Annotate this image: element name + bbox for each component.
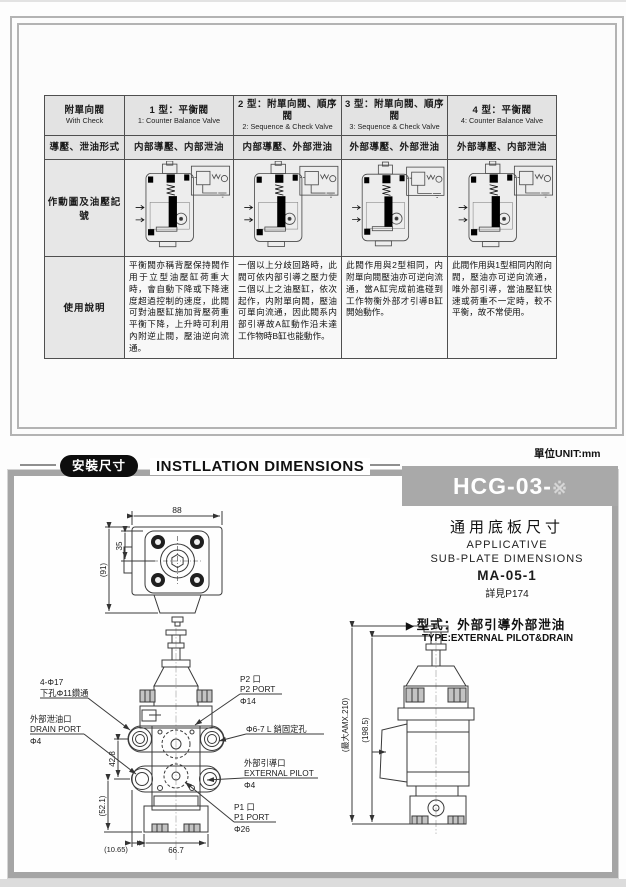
label-drain-dia: Φ4 [30,736,42,746]
usage-type3-cell: 此閥作用與2型相同，内附單向閥壓油亦可逆向流通，當A缸完成前進碰到工作物衡外部才… [341,256,448,359]
usage-row-label: 使用說明 [44,256,125,359]
pilot-drain-row: 導壓、泄油形式 内部導壓、内部泄油 内部導壓、外部泄油 外部導壓、外部泄油 外部… [44,135,557,160]
usage-type1-cell: 平衡閥亦稱背壓保持閥作用于立型油壓缸荷重大時，會自動下降或下降速度超過控制的速度… [124,256,234,359]
label-p1-en: P1 PORT [234,812,269,822]
table-header-row: 附單向閥 With Check 1 型：平衡閥 1: Counter Balan… [44,95,557,136]
header-zh: 1 型：平衡閥 [149,105,209,117]
pilot-row-label: 導壓、泄油形式 [44,135,125,160]
header-type2: 2 型：附單向閥、順序閥 2: Sequence & Check Valve [233,95,342,136]
valve-cross-section-diagram [235,160,341,256]
diagram-row-label: 作動圖及油壓記號 [44,159,125,257]
pilot-type2: 内部導壓、外部泄油 [233,135,342,160]
model-banner: HCG-03-※ [402,466,618,506]
dim-52-1: (52.1) [98,795,107,816]
valve-cross-section-diagram [449,160,556,256]
subplate-code: MA-05-1 [477,568,537,583]
model-number: HCG-03- [452,473,552,499]
dim-35: 35 [115,541,124,550]
header-zh: 2 型：附單向閥、順序閥 [238,99,337,123]
header-type3: 3 型：附單向閥、順序閥 3: Sequence & Check Valve [341,95,448,136]
header-type4: 4 型：平衡閥 4: Counter Balance Valve [447,95,557,136]
pilot-type1: 内部導壓、内部泄油 [124,135,234,160]
usage-text: 平衡閥亦稱背壓保持閥作用于立型油壓缸荷重大時，會自動下降或下降速度超過控制的速度… [129,260,229,354]
pilot-type4: 外部導壓、内部泄油 [447,135,557,160]
front-view-drawing: 4-Φ17 下孔Φ11鑽通 外部泄油口 DRAIN PORT Φ4 P2 口 P… [30,628,324,860]
header-type1: 1 型：平衡閥 1: Counter Balance Valve [124,95,234,136]
diagram-type4-cell [447,159,557,257]
page-top-edge [0,0,626,2]
usage-type4-cell: 此閥作用與1型相同内附向閥，壓油亦可逆向流通，唯外部引導，當油壓缸快速或荷重不一… [447,256,557,359]
label-pin-hole: Φ6-7 L 銷固定孔 [246,724,307,734]
dim-42-8: 42.8 [108,751,117,767]
type-text-en: TYPE:EXTERNAL PILOT&DRAIN [422,633,574,644]
usage-text: 一個以上分歧回路時，此閥可依内部引導之壓力使二個以上之油壓缸，依次起作，内附單向… [238,260,337,342]
dim-91: (91) [99,563,108,578]
diagram-type2-cell [233,159,342,257]
header-en: 3: Sequence & Check Valve [349,122,440,131]
subplate-info: 通用底板尺寸 APPLICATIVE SUB-PLATE DIMENSIONS … [396,516,618,644]
section-title: INSTLLATION DIMENSIONS [150,458,371,475]
subplate-line1: APPLICATIVE [466,539,548,551]
header-en: 2: Sequence & Check Valve [242,122,333,131]
header-en: 4: Counter Balance Valve [460,116,544,126]
subplate-page-ref: 詳見P174 [485,589,529,600]
unit-label: 單位UNIT:mm [534,448,601,460]
type-line-zh: ▶型式：外部引導外部泄油 [396,614,618,633]
label-drain-zh: 外部泄油口 [30,714,72,724]
header-with-check: 附單向閥 With Check [44,95,125,136]
subplate-title-zh: 通用底板尺寸 [449,519,564,536]
usage-row: 使用說明 平衡閥亦稱背壓保持閥作用于立型油壓缸荷重大時，會自動下降或下降速度超過… [44,256,557,359]
subplate-line2: SUB-PLATE DIMENSIONS [430,553,584,565]
header-zh: 4 型：平衡閥 [472,105,532,117]
label-p2-zh: P2 口 [240,674,261,684]
dim-max-210: (最大AMX.210) [340,698,350,753]
top-view-drawing: 88 35 (91) [99,505,223,627]
label-p1-dia: Φ26 [234,824,250,834]
dim-88: 88 [172,505,182,515]
pilot-type3: 外部導壓、外部泄油 [341,135,448,160]
diagram-type1-cell [124,159,234,257]
side-view-drawing: (最大AMX.210) (198.5) [340,620,475,834]
label-bolt-dia: 4-Φ17 [40,677,64,687]
label-pilot-en: EXTERNAL PILOT [244,768,314,778]
usage-text: 此閥作用與2型相同，内附單向閥壓油亦可逆向流通，當A缸完成前進碰到工作物衡外部才… [346,260,443,318]
model-wildcard-mark: ※ [551,478,568,498]
dim-198-5: (198.5) [361,717,370,743]
valve-type-spec-table: 附單向閥 With Check 1 型：平衡閥 1: Counter Balan… [44,95,557,359]
label-bolt-thru: 下孔Φ11鑽通 [40,688,89,698]
dim-10-65: (10.65) [104,845,128,854]
label-pilot-dia: Φ4 [244,780,256,790]
header-zh: 3 型：附單向閥、順序閥 [345,99,444,123]
header-en: With Check [65,116,104,126]
valve-cross-section-diagram [343,161,447,256]
bolt-holes [151,535,204,587]
label-pilot-zh: 外部引導口 [244,758,286,768]
usage-type2-cell: 一個以上分歧回路時，此閥可依内部引導之壓力使二個以上之油壓缸，依次起作，内附單向… [233,256,342,359]
header-en: 1: Counter Balance Valve [137,116,221,126]
header-zh: 附單向閥 [64,105,105,117]
label-p1-zh: P1 口 [234,802,255,812]
label-p2-en: P2 PORT [240,684,275,694]
page-bottom-edge [0,879,626,887]
diagram-row: 作動圖及油壓記號 [44,159,557,257]
installation-dimensions-badge: 安裝尺寸 [60,455,139,477]
diagram-type3-cell [341,159,448,257]
valve-cross-section-diagram [126,160,233,256]
label-p2-dia: Φ14 [240,696,256,706]
dim-66-7: 66.7 [168,846,184,855]
triangle-right-icon: ▶ [406,621,415,632]
usage-text: 此閥作用與1型相同内附向閥，壓油亦可逆向流通，唯外部引導，當油壓缸快速或荷重不一… [452,260,552,318]
type-text-zh: 型式：外部引導外部泄油 [416,618,566,632]
label-drain-en: DRAIN PORT [30,724,81,734]
